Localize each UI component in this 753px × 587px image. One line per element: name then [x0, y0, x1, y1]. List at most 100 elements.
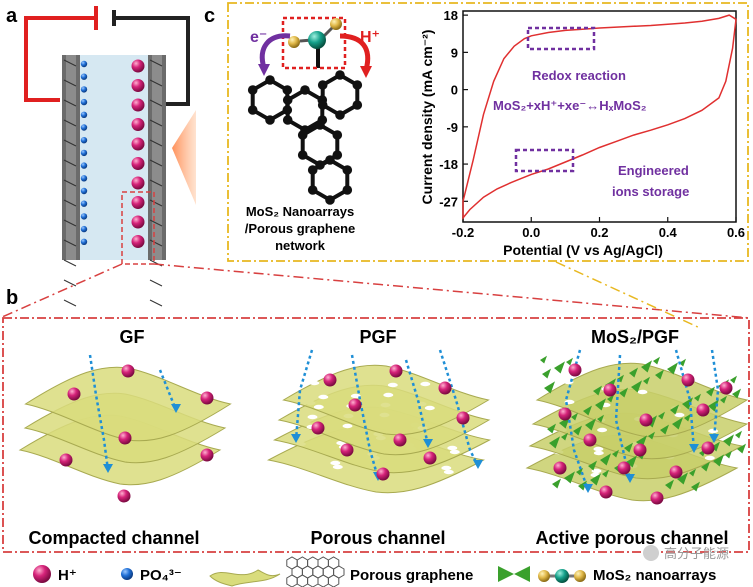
ion-path-arrow	[88, 354, 110, 471]
phosphate-ion	[80, 213, 88, 220]
carbon-atom	[247, 85, 258, 95]
mos2-nanosheet	[725, 450, 732, 459]
proton-ion	[617, 461, 631, 475]
y-tick-label: 9	[451, 45, 458, 60]
ion-path-arrowhead	[473, 460, 483, 469]
proton-ion	[131, 137, 145, 151]
ion-path-arrowhead	[709, 434, 719, 443]
mos2-nanosheet	[732, 388, 741, 399]
mos2-nanosheet	[641, 360, 652, 373]
graphene-atoms	[247, 70, 363, 205]
proton-ion	[603, 383, 617, 397]
proton-ion	[599, 485, 613, 499]
carbon-atom	[315, 120, 325, 130]
mos2-nanosheet	[737, 443, 746, 454]
graphene-ring	[250, 77, 290, 123]
mos2-nanosheet	[679, 358, 686, 367]
proton-ion	[650, 491, 664, 505]
graphene-pore	[674, 412, 685, 418]
mos2-nanosheet	[590, 473, 601, 486]
panel-c: c e⁻ H⁺ MoS₂ Nanoarrays /Porous graphene…	[204, 2, 749, 262]
proton-ion	[131, 157, 145, 170]
structure-caption-line2: /Porous graphene	[245, 221, 356, 236]
zoom-connectors	[0, 261, 751, 329]
mos2-nanosheet	[684, 413, 691, 422]
mos2-nanosheet	[561, 432, 568, 441]
proton-ion	[131, 118, 145, 131]
phosphate-ion	[80, 86, 88, 93]
annotation-storage-line2: ions storage	[612, 184, 689, 199]
mos2-nanosheet	[706, 386, 715, 397]
y-tick-label: -18	[439, 157, 458, 172]
graphene-pore	[330, 460, 341, 466]
carbon-atom	[307, 165, 318, 175]
mos2-nanosheet	[607, 394, 614, 403]
proton-ion	[393, 433, 407, 447]
legend-phosphate-label: PO₄³⁻	[140, 567, 182, 584]
mos2-nanosheet	[597, 414, 604, 423]
proton-ion	[131, 79, 145, 92]
annotation-storage-line1: Engineered	[618, 163, 689, 178]
graphene-pore	[443, 469, 454, 475]
mos2-nanosheet	[612, 449, 619, 458]
graphene-pore	[313, 404, 324, 410]
phosphate-ion	[80, 162, 88, 169]
proton-ion	[200, 448, 214, 462]
proton-ion	[131, 59, 145, 73]
zoom-box	[121, 191, 155, 265]
mos2-nanosheet	[626, 455, 637, 468]
electron-arrow	[259, 33, 291, 69]
graphene-pore	[342, 423, 353, 429]
proton-ion	[131, 98, 145, 112]
x-tick-label: 0.2	[590, 225, 608, 240]
proton-ion	[568, 363, 582, 377]
phosphate-ion	[80, 111, 88, 119]
ion-path-arrowhead	[583, 484, 593, 493]
mos2-nanosheet	[691, 481, 700, 492]
phosphate-ion	[80, 238, 88, 245]
carbon-atom	[282, 85, 293, 95]
panel-label-a: a	[6, 5, 18, 27]
proton-ion	[558, 407, 572, 421]
mos2-nanosheet	[588, 460, 597, 471]
right-electrode	[148, 55, 166, 307]
mos2-nanosheet	[665, 479, 674, 490]
mos2-graphene-structure: e⁻ H⁺ MoS₂ Nanoarrays /Porous graphene n…	[245, 16, 380, 253]
graphene-sheet	[535, 362, 749, 438]
mos2-nanosheet	[667, 362, 678, 375]
graphene-pore	[447, 445, 458, 451]
mos2-nanosheet	[655, 369, 664, 380]
graphene-pore	[307, 414, 318, 420]
panel-c-frame	[227, 2, 749, 262]
legend-proton-label: H⁺	[58, 567, 77, 584]
mos2-nanosheet	[619, 387, 628, 398]
mos2-pgf-caption: Active porous channel	[535, 528, 728, 548]
structure-caption-line1: MoS₂ Nanoarrays	[246, 204, 354, 219]
proton-ion	[117, 489, 131, 503]
proton-ion	[696, 403, 710, 417]
legend-phosphate-icon	[121, 568, 133, 580]
proton-ion	[681, 373, 695, 387]
positive-wire	[114, 16, 190, 106]
sulfur-atom-right	[330, 18, 342, 30]
carbon-atom	[307, 185, 318, 195]
phosphate-ion	[80, 60, 88, 68]
carbon-atom	[335, 70, 345, 80]
legend-graphene-sheet-icon	[209, 569, 281, 587]
graphene-pore	[637, 389, 648, 395]
x-tick-label: -0.2	[452, 225, 474, 240]
y-tick-label: -27	[439, 194, 458, 209]
carbon-atom	[332, 130, 343, 140]
legend-porous-graphene-label: Porous graphene	[350, 567, 473, 584]
graphene-pore	[309, 380, 320, 386]
mos2-nanosheet	[643, 376, 650, 385]
proton-ion	[323, 373, 337, 387]
ion-path-arrowhead	[171, 404, 181, 413]
watermark-text: 高分子能源	[664, 546, 729, 561]
proton-ion	[311, 421, 325, 435]
proton-ion	[701, 441, 715, 455]
y-axis-label: Current density (mA cm⁻²)	[419, 30, 435, 205]
carbon-atom	[352, 100, 363, 110]
